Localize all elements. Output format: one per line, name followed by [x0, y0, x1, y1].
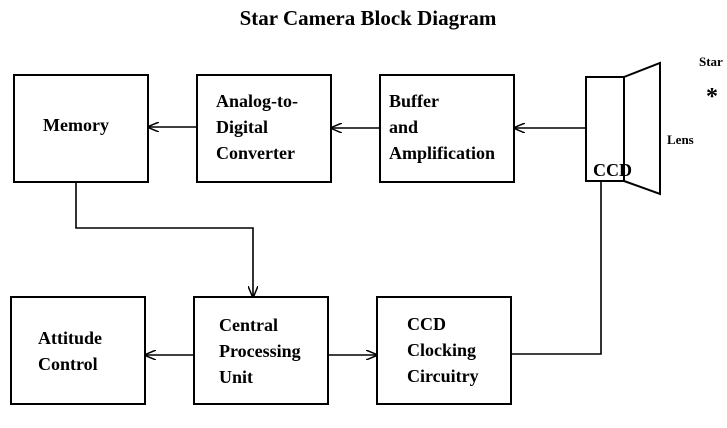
memory-label-line-1: Memory	[43, 115, 109, 135]
buffer-label-line-1: Buffer	[389, 91, 439, 111]
adc-block	[196, 74, 332, 183]
buffer-block	[379, 74, 515, 183]
attitude-control-block	[10, 296, 146, 405]
clocking-label-line-2: Clocking	[407, 340, 476, 360]
star-icon: *	[706, 84, 718, 110]
buffer-label-line-2: and	[389, 117, 418, 137]
diagram-title: Star Camera Block Diagram	[240, 6, 497, 30]
star-label: Star	[699, 54, 723, 69]
adc-label-line-1: Analog-to-	[216, 91, 298, 111]
cpu-label-line-3: Unit	[219, 367, 253, 387]
lens-label: Lens	[667, 132, 694, 147]
cpu-label-line-2: Processing	[219, 341, 301, 361]
adc-label-line-3: Converter	[216, 143, 295, 163]
cpu-label-line-1: Central	[219, 315, 278, 335]
attitude-label-line-1: Attitude	[38, 328, 102, 348]
buffer-label-line-3: Amplification	[389, 143, 495, 163]
adc-label-line-2: Digital	[216, 117, 268, 137]
cpu-block	[193, 296, 329, 405]
attitude-label-line-2: Control	[38, 354, 98, 374]
memory-block	[13, 74, 149, 183]
ccd-label: CCD	[593, 160, 632, 180]
ccd-clocking-block	[376, 296, 512, 405]
clocking-label-line-3: Circuitry	[407, 366, 479, 386]
line-clocking-to-ccd	[511, 181, 602, 355]
lens-shape	[623, 61, 661, 196]
clocking-label-line-1: CCD	[407, 314, 446, 334]
arrow-memory-to-cpu	[75, 182, 253, 297]
